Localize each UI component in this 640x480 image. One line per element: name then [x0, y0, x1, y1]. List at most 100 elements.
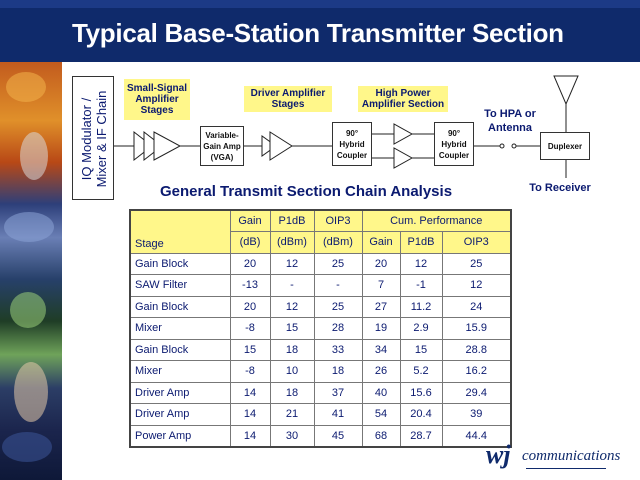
header-p1db: P1dB [269, 209, 315, 232]
cell-cum-p1db: 15 [399, 338, 443, 361]
hybrid-coupler-2: 90° Hybrid Coupler [434, 122, 474, 166]
high-power-label: High Power Amplifier Section [358, 86, 448, 112]
cell-cum-gain: 20 [361, 252, 401, 275]
cell-stage: Driver Amp [129, 403, 231, 426]
cell-cum-oip3: 28.8 [441, 338, 512, 361]
cell-cum-oip3: 39 [441, 403, 512, 426]
cell-cum-p1db: 15.6 [399, 381, 443, 404]
cell-cum-p1db: 5.2 [399, 360, 443, 383]
iq-label-line1: IQ Modulator / [79, 97, 94, 181]
cell-gain: -8 [229, 360, 271, 383]
cell-cum-p1db: 12 [399, 252, 443, 275]
cell-gain: -8 [229, 317, 271, 340]
cell-cum-p1db: 28.7 [399, 424, 443, 447]
cell-gain: 20 [229, 252, 271, 275]
cell-cum-gain: 27 [361, 295, 401, 318]
cell-stage: Mixer [129, 317, 231, 340]
to-receiver-label: To Receiver [529, 182, 591, 194]
cell-oip3: 25 [313, 295, 363, 318]
cell-oip3: - [313, 274, 363, 297]
table-row: Mixer -8 15 28 19 2.9 15.9 [129, 317, 512, 340]
cell-cum-oip3: 16.2 [441, 360, 512, 383]
cell-cum-gain: 26 [361, 360, 401, 383]
table-row: SAW Filter -13 - - 7 -1 12 [129, 274, 512, 297]
cell-p1db: - [269, 274, 315, 297]
cell-oip3: 18 [313, 360, 363, 383]
cell-cum-oip3: 15.9 [441, 317, 512, 340]
hybrid-coupler-1: 90° Hybrid Coupler [332, 122, 372, 166]
cell-cum-gain: 34 [361, 338, 401, 361]
cell-stage: Power Amp [129, 424, 231, 447]
cell-stage: Gain Block [129, 338, 231, 361]
vga-box: Variable-Gain Amp (VGA) [200, 126, 244, 166]
cell-cum-gain: 19 [361, 317, 401, 340]
cell-p1db: 15 [269, 317, 315, 340]
cell-gain: 14 [229, 403, 271, 426]
cell-gain: 15 [229, 338, 271, 361]
cell-cum-gain: 7 [361, 274, 401, 297]
cell-oip3: 45 [313, 424, 363, 447]
slide-title: Typical Base-Station Transmitter Section [72, 18, 564, 48]
header-oip3-unit: (dBm) [313, 231, 363, 254]
transmitter-block-diagram [114, 75, 579, 178]
cell-cum-gain: 40 [361, 381, 401, 404]
cell-cum-p1db: 11.2 [399, 295, 443, 318]
iq-label-line2: Mixer & IF Chain [94, 90, 109, 188]
cell-cum-p1db: -1 [399, 274, 443, 297]
cell-cum-oip3: 29.4 [441, 381, 512, 404]
cell-stage: Gain Block [129, 252, 231, 275]
table-row: Gain Block 20 12 25 20 12 25 [129, 252, 512, 275]
title-band-stripe [0, 0, 640, 8]
logo-underline [526, 468, 606, 469]
table-title: General Transmit Section Chain Analysis [160, 183, 453, 200]
cell-oip3: 33 [313, 338, 363, 361]
header-cum-gain: Gain [361, 231, 401, 254]
header-p1db-unit: (dBm) [269, 231, 315, 254]
cell-cum-gain: 68 [361, 424, 401, 447]
to-hpa-label: To HPA or Antenna [484, 108, 536, 134]
table-row: Gain Block 15 18 33 34 15 28.8 [129, 338, 512, 361]
header-cum-oip3: OIP3 [441, 231, 512, 254]
cell-cum-oip3: 24 [441, 295, 512, 318]
header-cum-performance: Cum. Performance [361, 209, 512, 232]
cell-p1db: 18 [269, 381, 315, 404]
small-signal-label: Small-Signal Amplifier Stages [124, 79, 190, 120]
cell-cum-oip3: 25 [441, 252, 512, 275]
cell-gain: 14 [229, 381, 271, 404]
header-gain: Gain [229, 209, 271, 232]
logo-text: communications [522, 448, 621, 464]
cell-p1db: 12 [269, 252, 315, 275]
title-band: Typical Base-Station Transmitter Section [0, 0, 640, 62]
cell-oip3: 37 [313, 381, 363, 404]
header-oip3: OIP3 [313, 209, 363, 232]
decorative-photo-strip [0, 62, 62, 480]
cell-stage: Mixer [129, 360, 231, 383]
cell-cum-oip3: 12 [441, 274, 512, 297]
cell-stage: SAW Filter [129, 274, 231, 297]
duplexer-box: Duplexer [540, 132, 590, 160]
cell-oip3: 41 [313, 403, 363, 426]
cell-p1db: 10 [269, 360, 315, 383]
iq-modulator-label: IQ Modulator / Mixer & IF Chain [73, 77, 115, 201]
cell-oip3: 25 [313, 252, 363, 275]
company-logo: wj communications [486, 440, 620, 476]
table-row: Driver Amp 14 21 41 54 20.4 39 [129, 403, 512, 426]
header-gain-unit: (dB) [229, 231, 271, 254]
cell-p1db: 18 [269, 338, 315, 361]
table-row: Gain Block 20 12 25 27 11.2 24 [129, 295, 512, 318]
header-stage: Stage [129, 209, 231, 254]
cell-p1db: 30 [269, 424, 315, 447]
table-row: Power Amp 14 30 45 68 28.7 44.4 [129, 424, 512, 447]
logo-mark: wj [486, 440, 511, 469]
cell-oip3: 28 [313, 317, 363, 340]
header-cum-p1db: P1dB [399, 231, 443, 254]
table-row: Driver Amp 14 18 37 40 15.6 29.4 [129, 381, 512, 404]
cell-stage: Gain Block [129, 295, 231, 318]
iq-modulator-box: IQ Modulator / Mixer & IF Chain [72, 76, 114, 200]
cell-stage: Driver Amp [129, 381, 231, 404]
table-row: Mixer -8 10 18 26 5.2 16.2 [129, 360, 512, 383]
cell-gain: 14 [229, 424, 271, 447]
cell-p1db: 21 [269, 403, 315, 426]
cell-cum-oip3: 44.4 [441, 424, 512, 447]
driver-amp-label: Driver Amplifier Stages [244, 86, 332, 112]
